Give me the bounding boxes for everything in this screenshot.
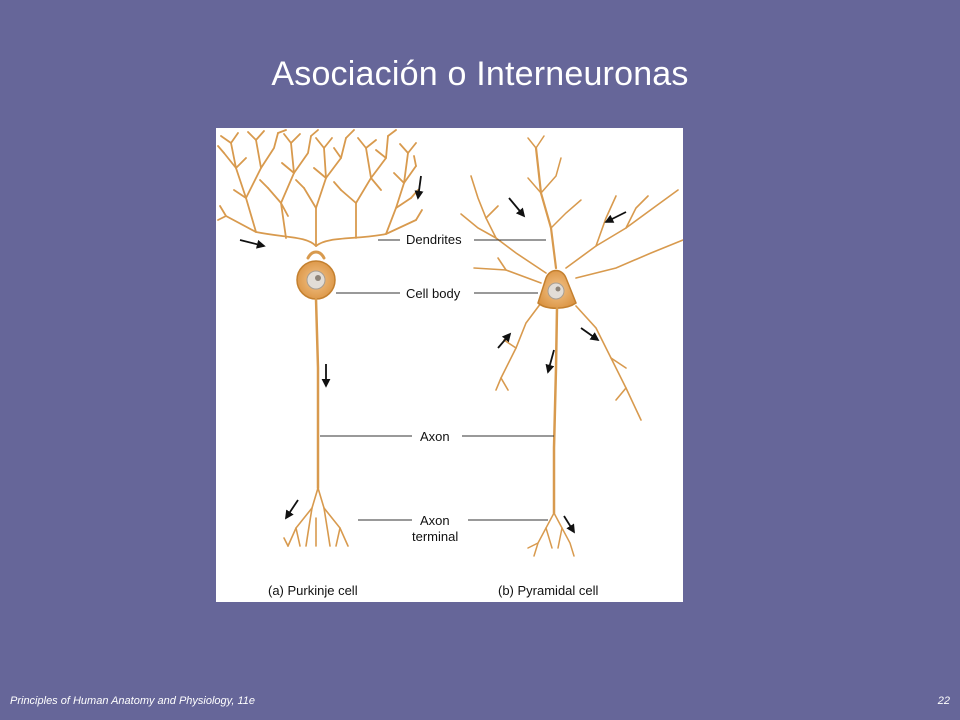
dendrites-label: Dendrites <box>406 232 462 247</box>
pyramidal-dendrites <box>460 175 683 421</box>
pyramidal-axon-terminal <box>527 512 575 557</box>
purkinje-cell <box>217 129 423 547</box>
pyramidal-apical-dendrite <box>534 146 558 270</box>
footer-source: Principles of Human Anatomy and Physiolo… <box>10 695 255 707</box>
page-number: 22 <box>937 695 950 707</box>
axon-terminal-label-line2: terminal <box>412 529 459 544</box>
neuron-figure: Dendrites Cell body Axon Axon terminal (… <box>216 128 683 602</box>
cell-body-label: Cell body <box>406 286 461 301</box>
slide-title: Asociación o Interneuronas <box>271 55 689 93</box>
axon-terminal-label-line1: Axon <box>420 513 450 528</box>
neuron-illustration <box>217 129 683 557</box>
purkinje-dendrites <box>217 129 423 247</box>
flow-arrows <box>239 175 627 534</box>
axon-label: Axon <box>420 429 450 444</box>
label-leader-lines <box>320 239 554 521</box>
pyramidal-caption: (b) Pyramidal cell <box>498 583 599 598</box>
purkinje-axon <box>314 297 320 490</box>
purkinje-caption: (a) Purkinje cell <box>268 583 358 598</box>
purkinje-axon-terminal <box>283 487 349 547</box>
pyramidal-axon <box>552 306 559 515</box>
pyramidal-cell <box>460 135 683 557</box>
